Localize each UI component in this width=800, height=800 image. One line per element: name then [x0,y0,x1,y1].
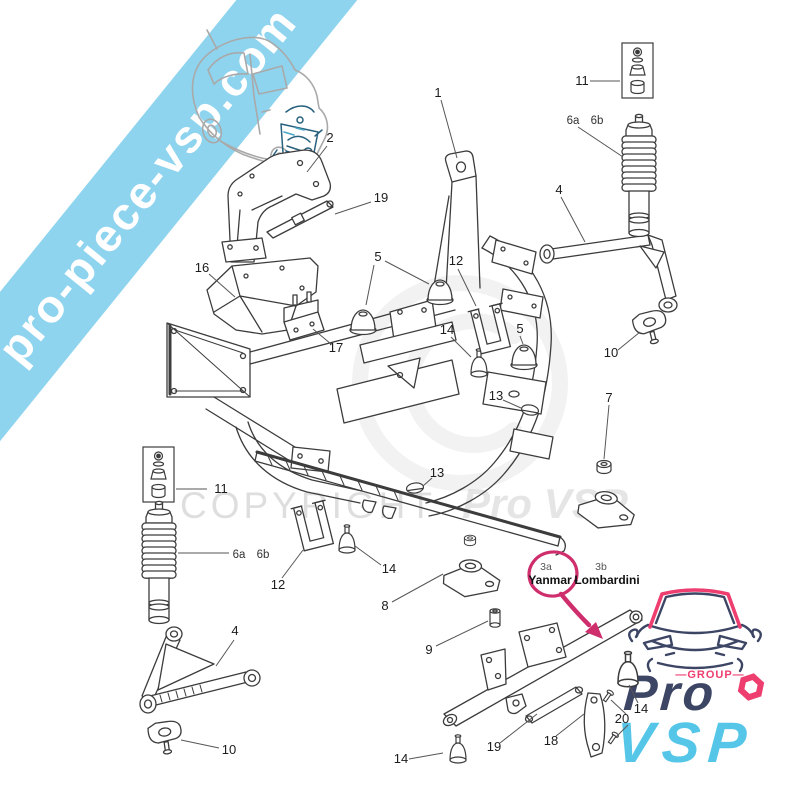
engine-variant-a-name: Yanmar [528,573,572,587]
engine-variant-b-name: Lombardini [574,573,639,587]
part-label-2: 2 [326,130,333,145]
engine-variant-highlight-circle [527,550,579,598]
part-label-1: 1 [434,85,441,100]
upper-bracket-assembly [206,149,334,341]
part-label-13-left: 13 [430,465,444,480]
engine-variant-annotation: 3a 3b Yanmar - Lombardini [527,550,640,639]
part-label-11-right: 11 [575,73,589,88]
part-label-5-left: 5 [374,249,381,264]
part-label-4-right: 4 [555,182,562,197]
part-label-6b-right: 6b [591,115,604,127]
part-label-8: 8 [381,598,388,613]
part-label-7: 7 [605,390,612,405]
part-label-12-right: 12 [449,253,463,268]
part-label-14-mid: 14 [440,322,454,337]
part-label-4-left: 4 [231,623,238,638]
vehicle-thumbnail-sketch [191,29,329,171]
part-label-14-bottom: 14 [394,751,408,766]
part-label-14-left: 14 [382,561,396,576]
engine-variant-a-code: 3a [540,561,552,573]
part-label-6a-left: 6a [233,549,246,561]
part-label-6a-right: 6a [567,115,580,127]
leader-lines [176,80,641,760]
engine-variant-separator: - [574,573,578,587]
suspension-arm-upper [539,234,678,313]
part-label-14-right: 14 [634,701,648,716]
engine-variant-arrow [558,591,592,628]
part-label-9: 9 [425,642,432,657]
part-label-19-top: 19 [374,190,388,205]
part-label-12-left: 12 [271,577,285,592]
chassis-frame [166,150,566,556]
engine-cradle-assembly [442,609,643,758]
part-label-19-bottom: 19 [487,739,501,754]
part-label-6b-left: 6b [257,549,270,561]
engine-variant-b-code: 3b [595,561,607,573]
part-label-13-right: 13 [489,388,503,403]
part-label-17: 17 [329,340,343,355]
provsp-logo-group-label: —GROUP— [675,669,745,681]
part-label-5-right: 5 [516,321,523,336]
part-label-10-left: 10 [222,742,236,757]
part-label-20: 20 [615,711,629,726]
part-label-11-left: 11 [214,481,228,496]
part-label-10-right: 10 [604,345,618,360]
provsp-logo-car-icon [628,588,762,673]
part-label-16: 16 [195,260,209,275]
provsp-logo-hexnut-icon [737,673,765,701]
engine-variant-arrowhead-icon [585,622,603,639]
suspension-arm-lower [139,626,261,714]
part-label-18: 18 [544,733,558,748]
